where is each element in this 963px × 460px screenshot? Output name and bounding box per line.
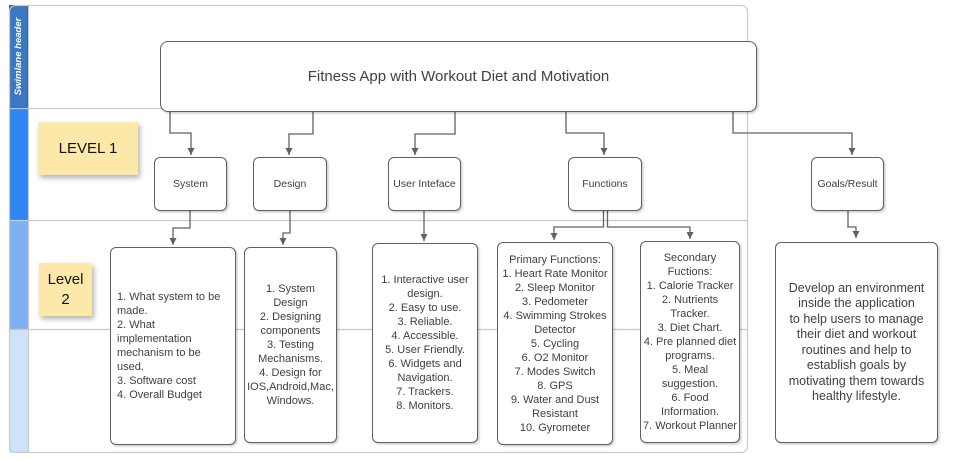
level1-node-user-interface[interactable]: User Inteface	[388, 157, 461, 211]
sticky-note-level1[interactable]: LEVEL 1	[38, 122, 138, 175]
connector-functions-primary	[550, 211, 605, 240]
level2-box-design-details-text: 1. System Design 2. Designing components…	[247, 283, 334, 407]
sticky-note-level2[interactable]: Level 2	[39, 263, 92, 316]
root-node-label: Fitness App with Workout Diet and Motiva…	[307, 68, 610, 85]
level2-box-secondary-functions-text: Secondary Fuctions: 1. Calorie Tracker 2…	[643, 252, 737, 432]
level1-node-system-label: System	[172, 178, 208, 190]
level2-box-system-details-text: 1. What system to be made. 2. What imple…	[117, 291, 221, 401]
level1-node-user-interface-label: User Inteface	[393, 178, 456, 190]
lane-cell-bottom[interactable]	[9, 329, 28, 453]
level2-box-user-interface-details[interactable]: 1. Interactive user design. 2. Easy to u…	[372, 243, 478, 443]
lane-cell-level2[interactable]	[9, 220, 28, 329]
sticky-note-level1-label: LEVEL 1	[58, 140, 118, 157]
level2-box-design-details[interactable]: 1. System Design 2. Designing components…	[244, 247, 337, 443]
connector-system-detail	[169, 211, 191, 245]
connector-design-detail	[279, 211, 291, 245]
connector-goals-detail	[847, 211, 860, 238]
level2-box-primary-functions-text: Primary Functions: 1. Heart Rate Monitor…	[502, 253, 608, 434]
level1-node-goals-result[interactable]: Goals/Result	[811, 157, 884, 211]
level2-box-goals-details-text: Develop an environment inside the applic…	[788, 280, 925, 404]
level1-node-functions-label: Functions	[582, 178, 628, 190]
level1-node-system[interactable]: System	[154, 157, 227, 211]
level2-box-primary-functions[interactable]: Primary Functions: 1. Heart Rate Monitor…	[497, 242, 613, 445]
level2-box-system-details[interactable]: 1. What system to be made. 2. What imple…	[110, 247, 236, 445]
level1-node-functions[interactable]: Functions	[568, 157, 642, 211]
level1-node-design[interactable]: Design	[253, 157, 327, 211]
level1-node-goals-result-label: Goals/Result	[817, 178, 878, 190]
connector-root-userinterface	[411, 112, 456, 155]
connector-root-design	[285, 112, 314, 155]
connector-root-functions	[565, 112, 608, 155]
level2-box-goals-details[interactable]: Develop an environment inside the applic…	[775, 242, 938, 443]
sticky-note-level2-label: Level 2	[47, 270, 84, 308]
lane-cell-level1[interactable]	[9, 108, 28, 220]
level2-box-secondary-functions[interactable]: Secondary Fuctions: 1. Calorie Tracker 2…	[640, 241, 740, 443]
level1-node-design-label: Design	[273, 178, 307, 190]
root-node[interactable]: Fitness App with Workout Diet and Motiva…	[160, 41, 757, 112]
connector-functions-secondary	[606, 211, 694, 239]
connector-root-goals	[732, 112, 856, 155]
connector-root-system	[169, 112, 195, 155]
level2-box-user-interface-details-text: 1. Interactive user design. 2. Easy to u…	[381, 274, 469, 412]
